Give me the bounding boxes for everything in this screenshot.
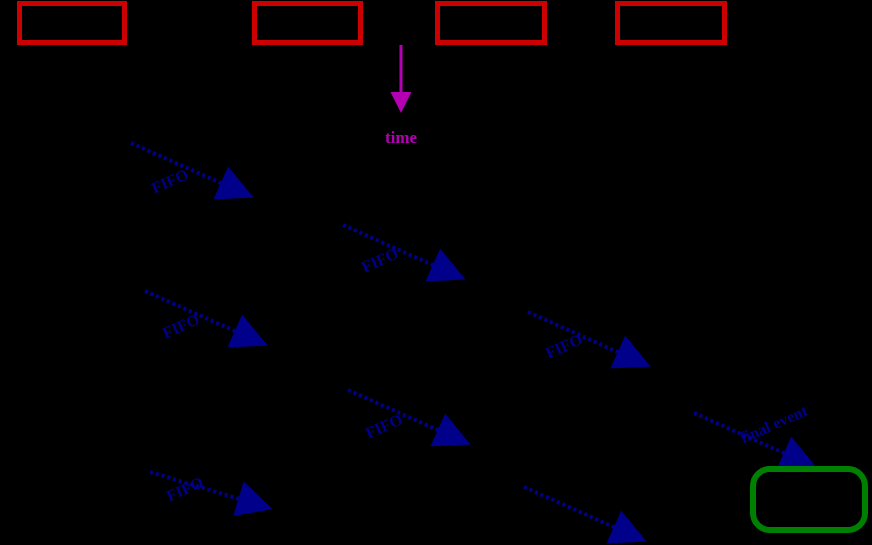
time-axis-label: time	[384, 128, 418, 147]
message-arrow: FIFO	[342, 223, 466, 282]
message-arrow: FIFO	[130, 141, 254, 200]
participant-box-p2[interactable]	[252, 1, 363, 45]
message-arrow-label: FIFO	[149, 166, 191, 197]
terminal-node-box[interactable]	[750, 466, 868, 533]
message-arrow-line	[693, 411, 817, 470]
message-arrow-label: FIFO	[160, 311, 202, 342]
message-arrow: FIFO	[149, 470, 273, 516]
message-arrow: final event	[693, 402, 817, 470]
message-arrow	[523, 485, 647, 544]
message-arrow-line	[144, 289, 268, 348]
message-arrow-line	[342, 223, 466, 282]
message-arrow-label: final event	[738, 402, 811, 447]
message-arrow-label: FIFO	[543, 331, 585, 362]
message-arrow: FIFO	[527, 310, 651, 369]
message-arrow-line	[149, 470, 273, 516]
message-arrow-line	[523, 485, 647, 544]
message-arrow: FIFO	[144, 289, 268, 348]
participant-box-p3[interactable]	[435, 1, 547, 45]
message-arrow-label: FIFO	[363, 411, 405, 442]
message-arrow-line	[527, 310, 651, 369]
participant-box-p1[interactable]	[17, 1, 127, 45]
message-arrow-line	[347, 388, 471, 447]
message-arrow-line	[130, 141, 254, 200]
message-arrow: FIFO	[347, 388, 471, 447]
message-arrow-label: FIFO	[359, 245, 401, 276]
message-arrow-label: FIFO	[164, 474, 206, 505]
participant-box-p4[interactable]	[615, 1, 727, 45]
